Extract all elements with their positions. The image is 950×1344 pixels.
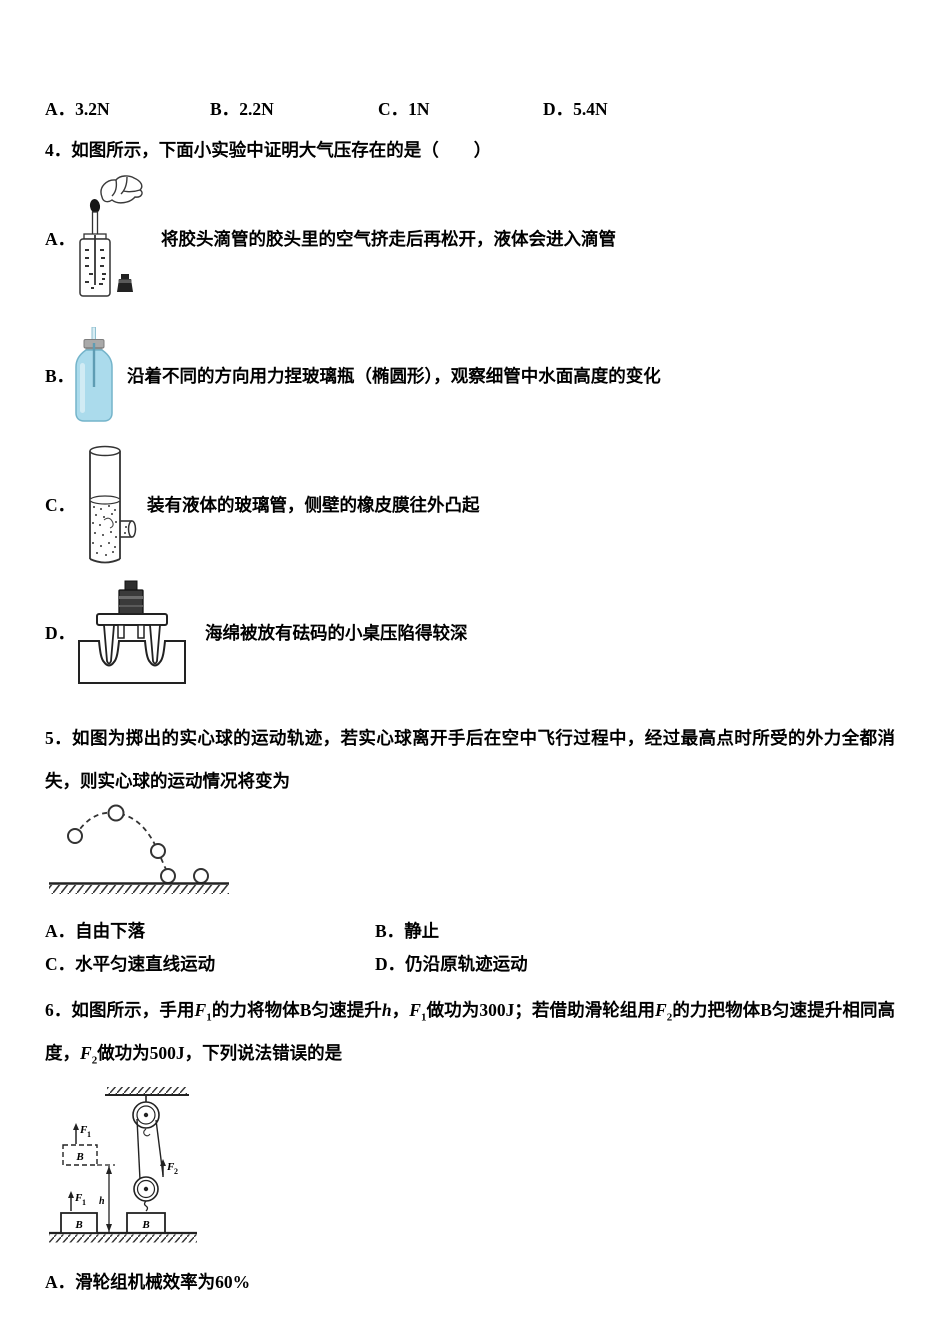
rope-right xyxy=(155,1119,164,1176)
pulley-system-figure: F 2 B B F 1 xyxy=(49,1087,197,1243)
q5-option-b: B．静止 xyxy=(375,921,440,941)
table-back-leg-left xyxy=(117,624,125,639)
q5-option-c: C．水平匀速直线运动 xyxy=(45,954,216,974)
trajectory-dashed-path xyxy=(74,811,168,872)
tube-opening xyxy=(89,445,121,457)
q5-options-row-1: A．自由下落 B．静止 xyxy=(45,915,895,948)
table-back-leg-right xyxy=(137,624,145,639)
q4-option-c-label: C． xyxy=(45,494,76,515)
svg-text:2: 2 xyxy=(174,1167,178,1176)
glass-tube-figure xyxy=(89,445,137,564)
q4-option-b-text: 沿着不同的方向用力捏玻璃瓶（椭圆形），观察细管中水面高度的变化 xyxy=(127,365,661,386)
dropper-tube xyxy=(91,211,99,236)
q3-option-d: D．5.4N xyxy=(543,99,608,119)
question-5-stem: 5．如图为掷出的实心球的运动轨迹，若实心球离开手后在空中飞行过程中，经过最高点时… xyxy=(45,728,895,791)
force1-label-bottom: F xyxy=(74,1192,83,1204)
q4-option-a: A． xyxy=(45,175,895,301)
sponge-table-figure xyxy=(78,580,186,684)
rope-left xyxy=(136,1118,141,1181)
projectile-trajectory-figure xyxy=(49,804,229,894)
force2-label: F xyxy=(166,1161,175,1173)
q5-options-row-2: C．水平匀速直线运动 D．仍沿原轨迹运动 xyxy=(45,948,895,981)
q5-option-d: D．仍沿原轨迹运动 xyxy=(375,954,528,974)
q3-option-b: B．2.2N xyxy=(210,99,274,119)
liquid-marks xyxy=(85,249,106,289)
force1-label-top: F xyxy=(79,1124,88,1136)
dropper-experiment-figure xyxy=(79,175,143,297)
q4-option-a-label: A． xyxy=(45,228,76,249)
block-b-raised-dashed xyxy=(62,1144,98,1166)
question-3-answer-options: A．3.2N B．2.2N C．1N D．5.4N xyxy=(45,97,895,121)
q3-option-a: A．3.2N xyxy=(45,99,110,119)
ground-hatching xyxy=(49,1234,197,1243)
svg-text:B: B xyxy=(74,1219,82,1231)
q4-option-c-text: 装有液体的玻璃管，侧壁的橡皮膜往外凸起 xyxy=(147,494,480,515)
q6-option-a: A．滑轮组机械效率为60% xyxy=(45,1272,251,1292)
bottle-cap xyxy=(117,274,133,292)
fixed-pulley-icon xyxy=(132,1101,160,1129)
q4-option-b: B． 沿着不同的方向用力捏玻璃瓶（椭圆形），观察细管中水面高度的变化 xyxy=(45,327,895,423)
membrane-swirl xyxy=(103,517,114,529)
svg-text:1: 1 xyxy=(82,1198,86,1207)
table-front-leg-left xyxy=(103,624,115,665)
q4-option-b-label: B． xyxy=(45,365,75,386)
table-top xyxy=(96,613,168,626)
ball-positions xyxy=(67,804,209,884)
svg-text:B: B xyxy=(141,1219,149,1231)
question-6-stem: 6．如图所示，手用F1的力将物体B匀速提升h，F1做功为300J；若借助滑轮组用… xyxy=(45,1000,896,1067)
weight-icon xyxy=(118,580,144,615)
ceiling-hatching xyxy=(107,1087,187,1095)
sponge xyxy=(78,640,186,684)
svg-text:B: B xyxy=(75,1151,83,1163)
hook xyxy=(143,1200,149,1212)
q4-option-a-text: 将胶头滴管的胶头里的空气挤走后再松开，液体会进入滴管 xyxy=(161,228,616,249)
q4-option-c: C． xyxy=(45,443,895,565)
blue-bottle-figure xyxy=(75,327,113,422)
block-b-on-ground xyxy=(60,1212,98,1234)
q4-option-d-text: 海绵被放有砝码的小桌压陷得较深 xyxy=(205,622,468,643)
liquid-surface xyxy=(89,495,121,505)
height-label: h xyxy=(99,1196,105,1207)
dropper-bulb xyxy=(89,199,101,213)
q3-option-c: C．1N xyxy=(378,99,430,119)
q4-option-d-label: D． xyxy=(45,622,76,643)
q5-option-a: A．自由下落 xyxy=(45,921,146,941)
hand-icon xyxy=(100,175,143,204)
side-stub-with-membrane xyxy=(120,520,137,538)
question-4-stem: 4．如图所示，下面小实验中证明大气压存在的是（ ） xyxy=(45,140,492,160)
svg-text:1: 1 xyxy=(87,1130,91,1139)
movable-pulley-icon xyxy=(133,1176,159,1202)
ground-hatching xyxy=(49,885,229,894)
liquid-dots xyxy=(92,505,117,556)
q4-option-d: D． 海绵被放有砝码的小桌压陷得较深 xyxy=(45,579,895,685)
table-front-leg-right xyxy=(149,624,161,665)
page-content: A．3.2N B．2.2N C．1N D．5.4N 4．如图所示，下面小实验中证… xyxy=(45,97,896,1292)
